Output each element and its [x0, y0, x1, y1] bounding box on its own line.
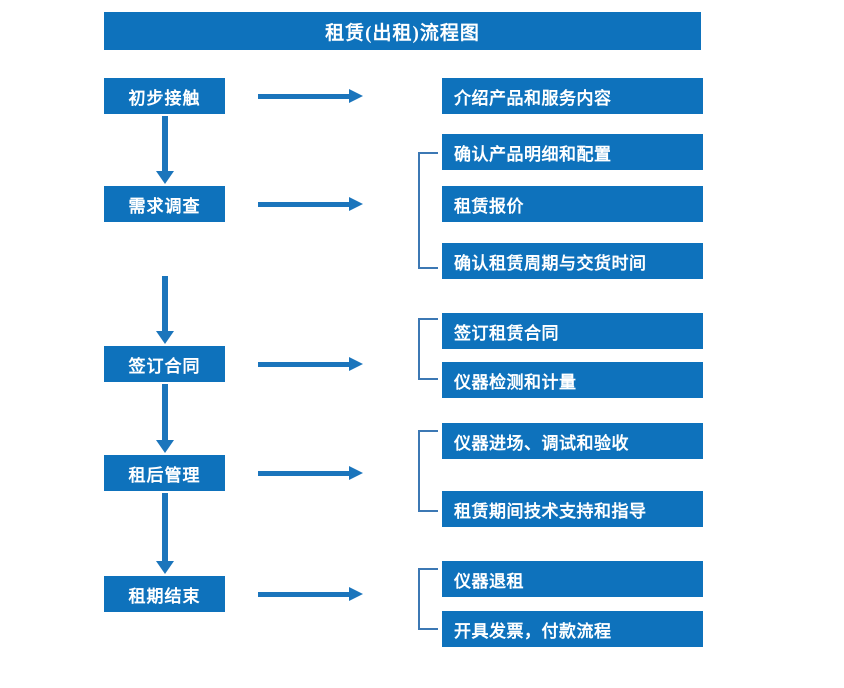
detail-box-10[interactable]: 开具发票，付款流程 — [442, 611, 703, 647]
arrow-down-icon-4 — [156, 493, 174, 574]
stage-box-2[interactable]: 需求调查 — [104, 186, 225, 222]
arrow-down-icon-2 — [156, 276, 174, 344]
group-bracket-icon-3 — [418, 430, 438, 512]
arrow-down-icon-1 — [156, 116, 174, 184]
arrow-right-icon-2 — [258, 197, 363, 211]
group-bracket-icon-1 — [418, 152, 438, 269]
arrow-right-icon-5 — [258, 587, 363, 601]
arrow-down-icon-3 — [156, 384, 174, 453]
stage-box-5[interactable]: 租期结束 — [104, 576, 225, 612]
detail-box-1[interactable]: 介绍产品和服务内容 — [442, 78, 703, 114]
group-bracket-icon-2 — [418, 318, 438, 380]
stage-box-4[interactable]: 租后管理 — [104, 455, 225, 491]
arrow-right-icon-4 — [258, 466, 363, 480]
detail-box-4[interactable]: 确认租赁周期与交货时间 — [442, 243, 703, 279]
detail-box-7[interactable]: 仪器进场、调试和验收 — [442, 423, 703, 459]
page-title: 租赁(出租)流程图 — [104, 12, 701, 50]
stage-box-3[interactable]: 签订合同 — [104, 346, 225, 382]
arrow-right-icon-3 — [258, 357, 363, 371]
group-bracket-icon-4 — [418, 568, 438, 630]
detail-box-5[interactable]: 签订租赁合同 — [442, 313, 703, 349]
detail-box-3[interactable]: 租赁报价 — [442, 186, 703, 222]
detail-box-9[interactable]: 仪器退租 — [442, 561, 703, 597]
detail-box-2[interactable]: 确认产品明细和配置 — [442, 134, 703, 170]
stage-box-1[interactable]: 初步接触 — [104, 78, 225, 114]
arrow-right-icon-1 — [258, 89, 363, 103]
detail-box-8[interactable]: 租赁期间技术支持和指导 — [442, 491, 703, 527]
detail-box-6[interactable]: 仪器检测和计量 — [442, 362, 703, 398]
